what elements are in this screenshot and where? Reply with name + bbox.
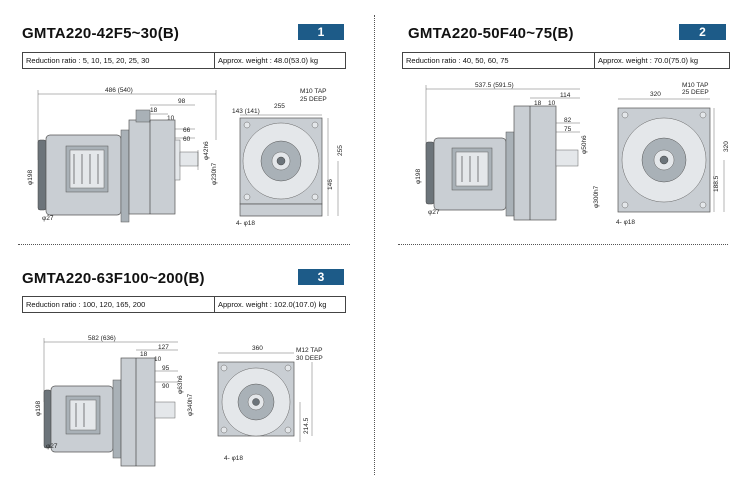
model-title: GMTA220-50F40~75(B) [408,25,574,42]
tap-spec-line2: 30 DEEP [296,355,323,362]
front-view-drawing: M10 TAP 25 DEEP 320 320 188.5 4- φ18 [616,82,730,226]
dim-66: 66 [183,127,191,134]
model-panel-1: GMTA220-42F5~30(B) 1 Reduction ratio : 5… [0,0,374,244]
approx-weight: Approx. weight : 102.0(107.0) kg [218,300,327,309]
dim-27: φ27 [46,443,58,450]
bolt-hole-spec: 4- φ18 [236,220,255,227]
dim-27: φ27 [42,215,54,222]
tap-spec-line1: M10 TAP [682,82,709,89]
dim-height-146: 146 [327,179,334,190]
reduction-ratio: Reduction ratio : 100, 120, 165, 200 [23,297,215,312]
bolt-hole-spec: 4- φ18 [224,455,243,462]
dim-18: 18 [140,351,148,358]
tap-spec-line2: 25 DEEP [682,89,709,96]
vertical-divider [374,15,375,475]
dim-18: 18 [534,100,542,107]
dim-18: 18 [150,107,158,114]
dim-143: 143 (141) [232,108,260,115]
dim-height-255: 255 [337,145,344,156]
dim-pilot-dia: φ340h7 [187,393,194,416]
dim-shaft-dia: φ42h6 [203,141,210,160]
dim-95: 95 [162,365,170,372]
dim-98: 98 [178,98,186,105]
dim-height-214: 214.5 [303,417,310,434]
reduction-ratio: Reduction ratio : 40, 50, 60, 75 [403,53,595,68]
dim-10: 10 [167,115,175,122]
spec-row: Reduction ratio : 100, 120, 165, 200 App… [22,296,346,313]
dim-114: 114 [560,92,571,99]
model-number-badge: 3 [298,269,344,285]
reduction-ratio: Reduction ratio : 5, 10, 15, 20, 25, 30 [23,53,215,68]
dim-75: 75 [564,126,572,133]
dim-82: 82 [564,117,572,124]
dim-pilot-dia: φ300h7 [593,185,600,208]
tap-spec-line1: M10 TAP [300,88,327,95]
dim-width-320: 320 [650,91,661,98]
model-number-badge: 2 [679,24,726,40]
dim-pilot-dia: φ230h7 [211,162,218,185]
dim-shaft-dia: φ50h6 [581,135,588,154]
dim-10: 10 [154,356,162,363]
model-panel-2: GMTA220-50F40~75(B) 2 Reduction ratio : … [376,0,750,244]
dim-overall-length: 537.5 (591.5) [475,82,514,89]
bolt-hole-spec: 4- φ18 [616,219,635,226]
dim-motor-dia: φ198 [35,401,42,416]
model-title: GMTA220-63F100~200(B) [22,270,205,287]
model-number-badge: 1 [298,24,344,40]
dim-10: 10 [548,100,556,107]
dim-27: φ27 [428,209,440,216]
spec-row: Reduction ratio : 5, 10, 15, 20, 25, 30 … [22,52,346,69]
dim-shaft-dia: φ63h6 [177,375,184,394]
model-panel-3: GMTA220-63F100~200(B) 3 Reduction ratio … [0,246,374,490]
model-title: GMTA220-42F5~30(B) [22,25,180,42]
side-view-drawing: 537.5 (591.5) 114 18 10 82 75 φ50h6 φ300… [415,82,600,221]
dim-60: 60 [183,136,191,143]
dim-90: 90 [162,383,170,390]
dim-127: 127 [158,344,169,351]
dim-overall-length: 582 (636) [88,335,116,342]
dim-overall-length: 486 (540) [105,87,133,94]
front-view-drawing: M10 TAP 25 DEEP 255 143 (141) 255 146 4-… [232,88,344,227]
dim-width-255: 255 [274,103,285,110]
side-view-drawing: 582 (636) 127 18 10 95 90 φ63h6 φ340h7 φ… [35,335,194,467]
dim-height-188: 188.5 [713,175,720,192]
front-view-drawing: 360 M12 TAP 30 DEEP 214.5 4- φ18 [217,345,323,462]
approx-weight: Approx. weight : 48.0(53.0) kg [218,56,319,65]
dim-motor-dia: φ198 [415,169,422,184]
horizontal-divider-left [18,244,350,245]
horizontal-divider-right [398,244,728,245]
tap-spec-line1: M12 TAP [296,347,323,354]
spec-row: Reduction ratio : 40, 50, 60, 75 Approx.… [402,52,730,69]
dim-width-360: 360 [252,345,263,352]
dim-height-320: 320 [723,141,730,152]
approx-weight: Approx. weight : 70.0(75.0) kg [598,56,699,65]
dim-motor-dia: φ198 [27,170,34,185]
side-view-drawing: 486 (540) 98 18 10 66 60 φ42h6 φ230h7 φ1… [27,87,218,223]
tap-spec-line2: 25 DEEP [300,96,327,103]
